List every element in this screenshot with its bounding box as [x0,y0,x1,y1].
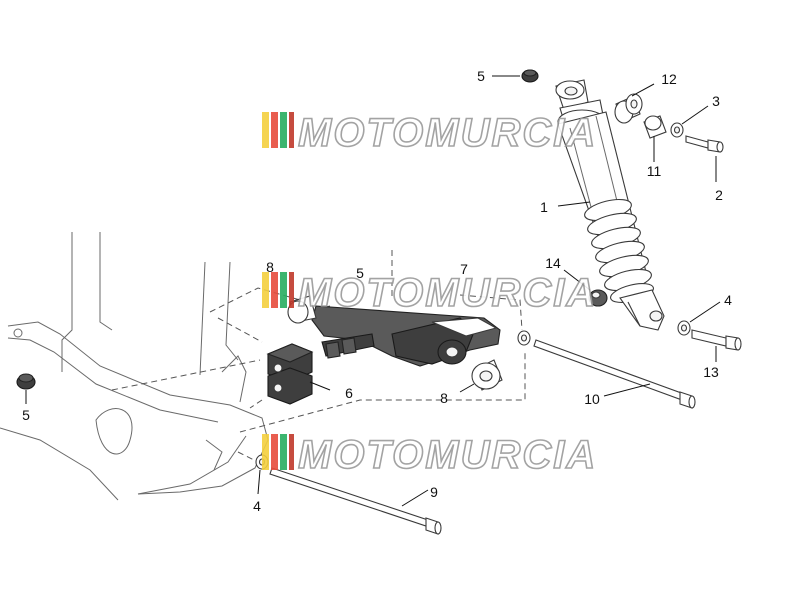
spacer-11 [643,115,667,139]
washer-4-lower [517,330,531,346]
callout-5-middle: 5 [356,265,364,281]
rubber-block-6 [266,343,314,405]
watermark-stripe [262,112,269,148]
shock-absorber [555,79,665,331]
watermark-stripe [271,112,278,148]
watermark-top: MOTOMURCIA [262,110,597,156]
callout-4-left: 4 [253,498,261,514]
callout-7: 7 [460,261,468,277]
callout-13: 13 [703,364,719,380]
watermark-stripe [280,434,287,470]
nut-5-left [16,373,36,390]
nut-14 [588,289,608,307]
watermark-stripe [280,272,287,308]
callout-2: 2 [715,187,723,203]
watermark-stripes [262,112,294,148]
long-bolt-9 [269,467,442,535]
callout-labels: 1 2 3 4 4 5 5 5 6 7 8 8 9 10 11 12 13 14 [22,68,732,514]
watermark-stripe [271,272,278,308]
callout-8-upper: 8 [266,259,274,275]
bushing-12 [614,93,643,124]
watermark-middle: MOTOMURCIA [262,270,597,316]
nut-5-top [521,69,539,83]
watermark-brand: MOTOMURCIA [298,271,597,315]
watermark-stripe [262,434,269,470]
watermark-stripe [289,272,294,308]
watermark-stripe [271,434,278,470]
callout-14: 14 [545,255,561,271]
washer-3 [670,122,684,138]
watermark-brand: MOTOMURCIA [298,433,597,477]
long-bolt-10 [533,339,696,409]
bushing-8-lower [471,359,503,391]
callout-4-right: 4 [724,292,732,308]
callout-12: 12 [661,71,677,87]
bolt-2 [685,135,724,153]
callout-6: 6 [345,385,353,401]
callout-8-lower: 8 [440,390,448,406]
watermark-stripe [289,112,294,148]
callout-1: 1 [540,199,548,215]
swing-arm-link-7 [311,305,501,367]
bolt-13 [691,329,742,351]
watermark-stripe [262,272,269,308]
callout-9: 9 [430,484,438,500]
watermark-brand: MOTOMURCIA [298,111,597,155]
callout-3: 3 [712,93,720,109]
watermark-stripes [262,434,294,470]
watermark-stripe [280,112,287,148]
callout-5-top: 5 [477,68,485,84]
watermark-stripes [262,272,294,308]
leader-lines [25,75,721,507]
washer-4-right [677,320,691,336]
callout-5-left: 5 [22,407,30,423]
callout-11: 11 [647,163,662,179]
callout-10: 10 [584,391,600,407]
scooter-frame [0,232,269,501]
watermark-bottom: MOTOMURCIA [262,432,597,478]
watermark-stripe [289,434,294,470]
shock-spring [584,198,654,303]
